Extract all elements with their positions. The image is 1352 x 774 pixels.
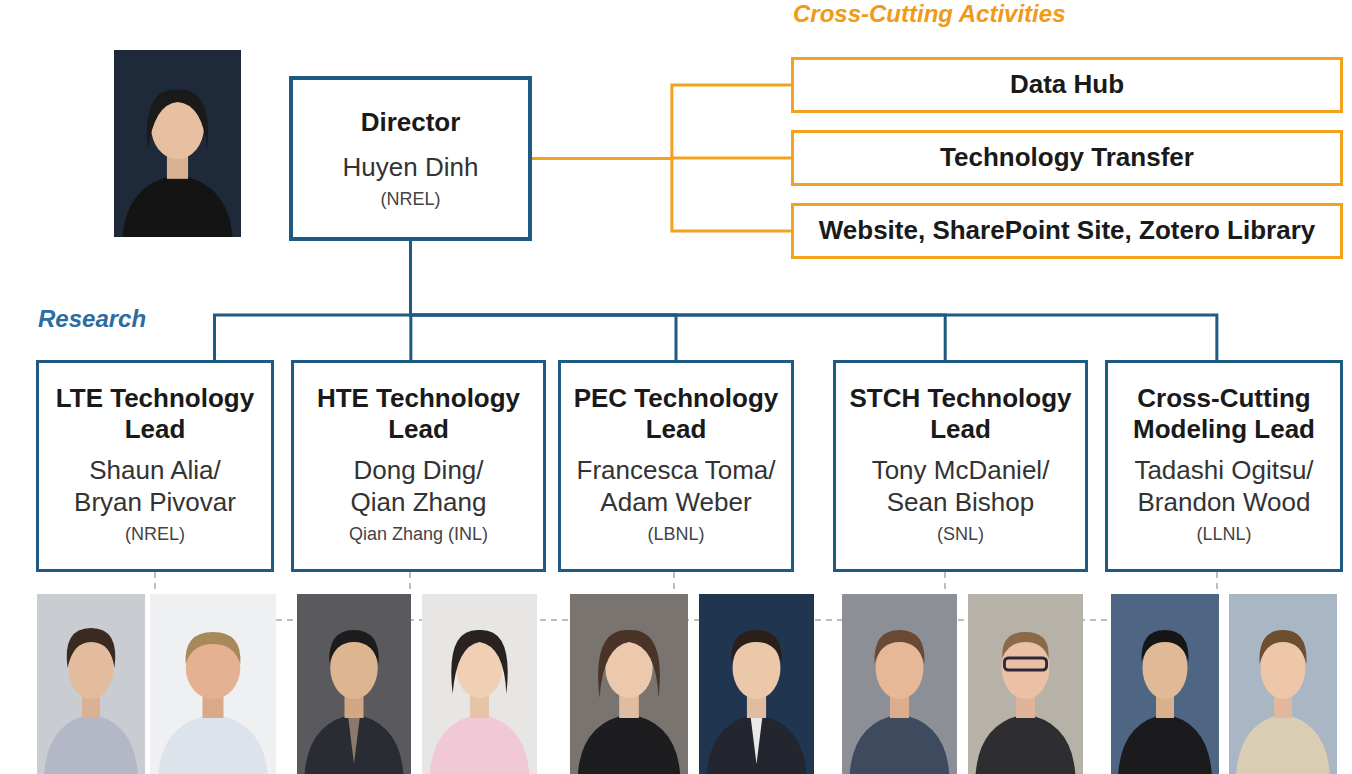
lead-box: STCH Technology LeadTony McDaniel/ Sean … (833, 360, 1088, 572)
research-band: ResearchLTE Technology LeadShaun Alia/ B… (0, 333, 1352, 600)
lab-name: (NREL) (125, 524, 185, 546)
box-title: PEC Technology Lead (565, 383, 787, 445)
lead-box: HTE Technology LeadDong Ding/ Qian Zhang… (291, 360, 546, 572)
person-names: Tony McDaniel/ Sean Bishop (872, 455, 1050, 517)
person-names: Tadashi Ogitsu/ Brandon Wood (1134, 455, 1313, 517)
lead-box: Cross-Cutting Modeling LeadTadashi Ogits… (1105, 360, 1343, 572)
portrait-photo (570, 594, 688, 774)
activity-box: Data Hub (791, 57, 1343, 113)
box-title: LTE Technology Lead (43, 383, 267, 445)
person-names: Dong Ding/ Qian Zhang (351, 455, 487, 517)
lead-box: PEC Technology LeadFrancesca Toma/ Adam … (558, 360, 794, 572)
portrait-photo (1229, 594, 1337, 774)
band-heading: Cross-Cutting Activities (793, 1, 1065, 27)
org-connector (215, 241, 411, 360)
lab-name: (NREL) (380, 189, 440, 211)
org-connector (532, 85, 791, 159)
org-connector (532, 159, 791, 232)
band-heading: Research (38, 306, 146, 332)
lab-name: (SNL) (937, 524, 984, 546)
activity-box: Website, SharePoint Site, Zotero Library (791, 203, 1343, 259)
lead-box: LTE Technology LeadShaun Alia/ Bryan Piv… (36, 360, 274, 572)
portrait-photo (150, 594, 276, 774)
activity-box: Technology Transfer (791, 130, 1343, 186)
person-names: Shaun Alia/ Bryan Pivovar (74, 455, 236, 517)
box-title: Data Hub (1010, 69, 1124, 100)
person-name: Huyen Dinh (343, 152, 479, 183)
box-title: HTE Technology Lead (298, 383, 539, 445)
org-connector (411, 241, 677, 360)
portrait-photo (968, 594, 1083, 774)
portrait-photo (297, 594, 411, 774)
portrait-photo (699, 594, 814, 774)
director-box: DirectorHuyen Dinh (NREL) (289, 76, 532, 241)
lab-name: (LBNL) (647, 524, 704, 546)
lab-name: Qian Zhang (INL) (349, 524, 488, 546)
activities-band: Cross-Cutting ActivitiesData HubTechnolo… (763, 28, 1352, 288)
portrait-photo (1111, 594, 1219, 774)
person-names: Francesca Toma/ Adam Weber (577, 455, 776, 517)
portrait-photo (114, 50, 241, 237)
box-title: Website, SharePoint Site, Zotero Library (819, 215, 1316, 246)
box-title: Cross-Cutting Modeling Lead (1112, 383, 1336, 445)
box-title: Director (361, 107, 461, 138)
portrait-photo (37, 594, 145, 774)
portrait-photo (842, 594, 957, 774)
lab-name: (LLNL) (1196, 524, 1251, 546)
box-title: STCH Technology Lead (840, 383, 1081, 445)
box-title: Technology Transfer (940, 142, 1194, 173)
portrait-photo (422, 594, 537, 774)
